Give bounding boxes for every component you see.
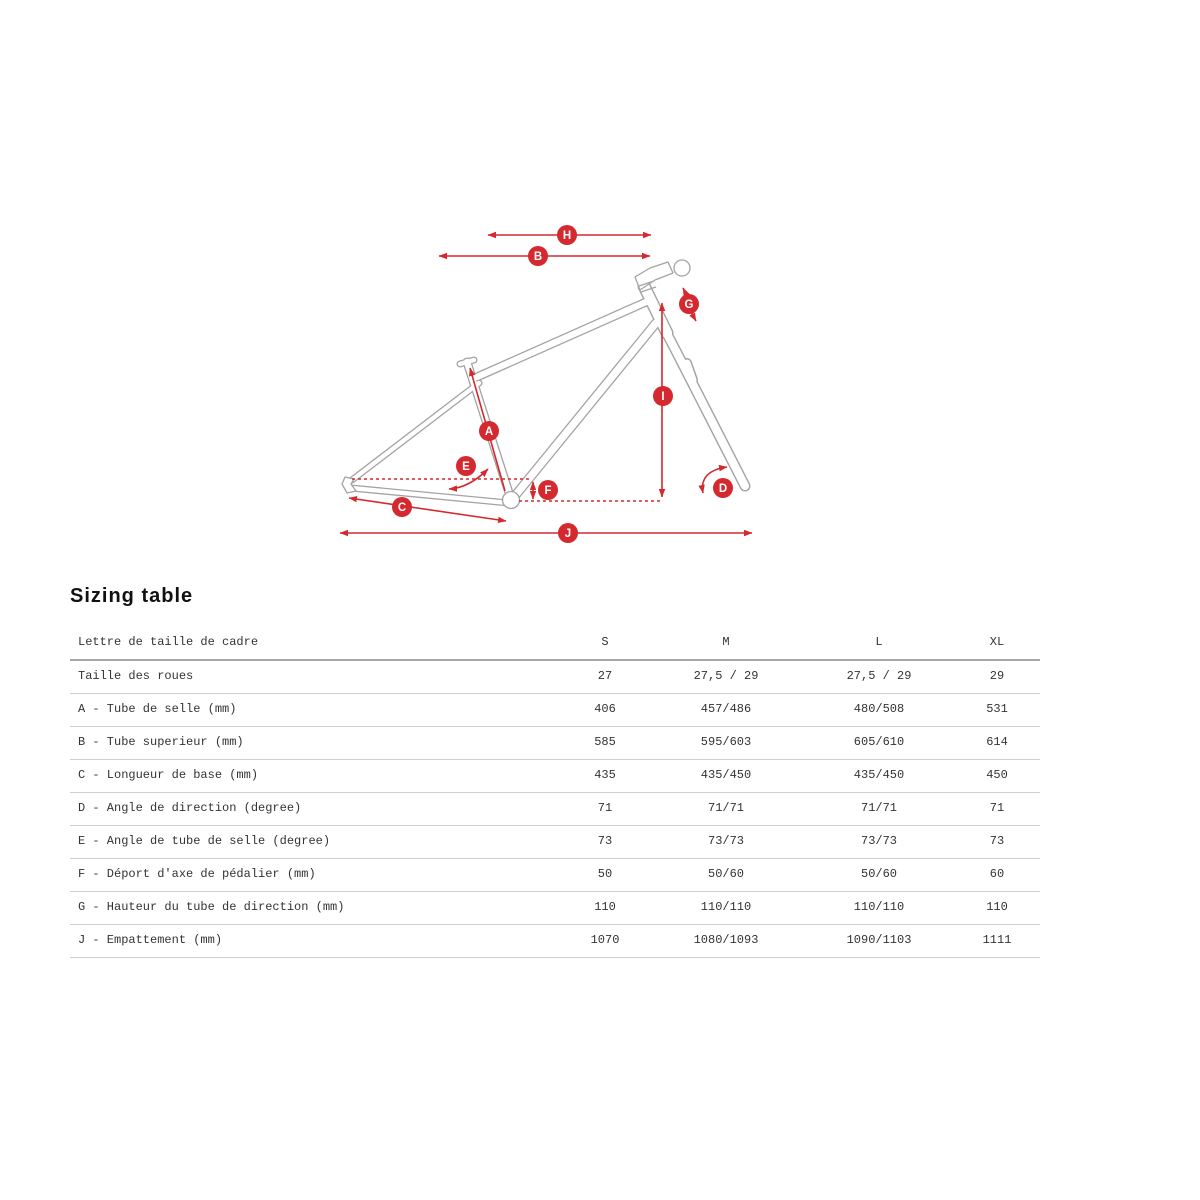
cell-value-l: 605/610 (853, 735, 905, 749)
badge-e-label: E (462, 461, 470, 473)
badge-d-label: D (719, 483, 727, 495)
cell-value-s: 73 (597, 834, 613, 848)
cell-value-l: 71/71 (860, 801, 898, 815)
badge-a: A (479, 421, 499, 441)
cell-value-xl: 110 (986, 900, 1008, 914)
badge-j-label: J (565, 528, 571, 540)
row-label: F - Déport d'axe de pédalier (mm) (78, 867, 316, 881)
cell-value-m: 457/486 (700, 702, 752, 716)
cell-value-s: 50 (597, 867, 613, 881)
bottom-bracket (501, 490, 521, 510)
cell-value-m: 435/450 (700, 768, 752, 782)
row-label: B - Tube superieur (mm) (78, 735, 244, 749)
badge-e: E (456, 456, 476, 476)
table-row: D - Angle de direction (degree) 71 71/71… (70, 793, 1040, 826)
cell-value-m: 595/603 (700, 735, 752, 749)
badge-f: F (538, 480, 558, 500)
measure-badges: H B G I A E F (392, 225, 733, 543)
table-row: J - Empattement (mm) 1070 1080/1093 1090… (70, 925, 1040, 958)
row-label: G - Hauteur du tube de direction (mm) (78, 900, 345, 914)
badge-i-label: I (661, 391, 664, 403)
page-title: Sizing table (70, 585, 194, 607)
table-row: Taille des roues 27 27,5 / 29 27,5 / 29 … (70, 661, 1040, 694)
cell-value-xl: 614 (986, 735, 1008, 749)
cell-value-xl: 29 (989, 669, 1005, 683)
badge-b-label: B (534, 251, 542, 263)
cell-value-l: 50/60 (860, 867, 898, 881)
cell-value-l: 27,5 / 29 (846, 669, 912, 683)
header-col-l: L (875, 635, 883, 649)
row-label: A - Tube de selle (mm) (78, 702, 237, 716)
cell-value-xl: 1111 (982, 933, 1012, 947)
header-label: Lettre de taille de cadre (78, 635, 259, 649)
row-label: J - Empattement (mm) (78, 933, 223, 947)
cell-value-l: 1090/1103 (846, 933, 912, 947)
badge-c: C (392, 497, 412, 517)
measure-d-arc (698, 464, 728, 494)
sizing-table-body: Taille des roues 27 27,5 / 29 27,5 / 29 … (70, 661, 1040, 958)
cell-value-s: 1070 (590, 933, 620, 947)
cell-value-xl: 450 (986, 768, 1008, 782)
table-row: G - Hauteur du tube de direction (mm) 11… (70, 892, 1040, 925)
cell-value-s: 71 (597, 801, 613, 815)
table-row: B - Tube superieur (mm) 585 595/603 605/… (70, 727, 1040, 760)
frame-outline (347, 279, 751, 507)
cell-value-m: 71/71 (707, 801, 745, 815)
headset-spacers (638, 280, 657, 293)
cell-value-xl: 71 (989, 801, 1005, 815)
badge-g-label: G (685, 299, 694, 311)
measure-e-arc (448, 468, 489, 492)
measure-c-arrow (348, 495, 507, 524)
table-header-row: Lettre de taille de cadre S M L XL (70, 627, 1040, 661)
cell-value-s: 435 (594, 768, 616, 782)
row-label: D - Angle de direction (degree) (78, 801, 302, 815)
cell-value-s: 110 (594, 900, 616, 914)
handlebar-grip (673, 259, 691, 277)
bike-geometry-diagram: H B G I A E F (339, 225, 753, 543)
cell-value-s: 406 (594, 702, 616, 716)
cell-value-l: 435/450 (853, 768, 905, 782)
table-row: E - Angle de tube de selle (degree) 73 7… (70, 826, 1040, 859)
cell-value-s: 585 (594, 735, 616, 749)
cell-value-m: 110/110 (700, 900, 752, 914)
cell-value-l: 110/110 (853, 900, 905, 914)
row-label: E - Angle de tube de selle (degree) (78, 834, 331, 848)
cell-value-xl: 60 (989, 867, 1005, 881)
stem (634, 261, 674, 291)
cell-value-xl: 531 (986, 702, 1008, 716)
badge-i: I (653, 386, 673, 406)
badge-a-label: A (485, 426, 493, 438)
cell-value-s: 27 (597, 669, 613, 683)
cell-value-m: 50/60 (707, 867, 745, 881)
header-col-m: M (722, 635, 730, 649)
row-label: Taille des roues (78, 669, 194, 683)
badge-d: D (713, 478, 733, 498)
sizing-table: Lettre de taille de cadre S M L XL Taill… (70, 627, 1040, 958)
table-row: A - Tube de selle (mm) 406 457/486 480/5… (70, 694, 1040, 727)
badge-b: B (528, 246, 548, 266)
cell-value-m: 27,5 / 29 (693, 669, 759, 683)
badge-j: J (558, 523, 578, 543)
frame-fill (348, 280, 750, 506)
cell-value-l: 73/73 (860, 834, 898, 848)
badge-c-label: C (398, 502, 406, 514)
cell-value-m: 1080/1093 (693, 933, 759, 947)
badge-g: G (679, 294, 699, 314)
row-label: C - Longueur de base (mm) (78, 768, 259, 782)
table-row: F - Déport d'axe de pédalier (mm) 50 50/… (70, 859, 1040, 892)
table-row: C - Longueur de base (mm) 435 435/450 43… (70, 760, 1040, 793)
badge-h-label: H (563, 230, 571, 242)
cell-value-m: 73/73 (707, 834, 745, 848)
header-col-xl: XL (989, 635, 1005, 649)
badge-h: H (557, 225, 577, 245)
header-col-s: S (601, 635, 609, 649)
badge-f-label: F (544, 485, 551, 497)
cell-value-l: 480/508 (853, 702, 905, 716)
cell-value-xl: 73 (989, 834, 1005, 848)
